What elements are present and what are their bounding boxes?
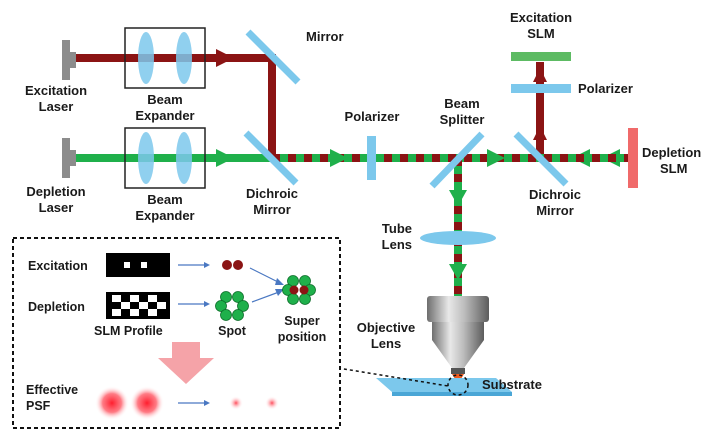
label-dichroic-right-2: Mirror xyxy=(536,203,574,218)
label-depletion-laser-2: Laser xyxy=(39,200,74,215)
polarizer-main xyxy=(367,136,376,180)
down-arrow xyxy=(158,342,214,384)
label-beam-expander-top-1: Beam xyxy=(147,92,182,107)
label-excitation-slm-2: SLM xyxy=(527,26,554,41)
inset-depletion-label: Depletion xyxy=(28,300,85,314)
inset-panel: Excitation Depletion SLM Profile xyxy=(12,237,341,429)
excitation-beam-arrow xyxy=(216,49,234,67)
label-beam-expander-bottom-2: Expander xyxy=(135,208,194,223)
label-polarizer-top: Polarizer xyxy=(578,81,633,96)
label-beam-splitter-2: Splitter xyxy=(440,112,485,127)
dichroic-mirror-left xyxy=(243,130,299,186)
label-depletion-slm-2: SLM xyxy=(660,161,687,176)
label-dichroic-right-1: Dichroic xyxy=(529,187,581,202)
zoom-leader xyxy=(337,367,449,387)
combined-beam-arrow-2 xyxy=(487,149,505,167)
label-objective-lens-1: Objective xyxy=(357,320,416,335)
depletion-beam-arrow xyxy=(216,149,234,167)
dichroic-mirror-right xyxy=(513,131,569,187)
label-objective-lens-2: Lens xyxy=(371,336,401,351)
substrate xyxy=(376,378,512,392)
mirror xyxy=(245,29,301,85)
label-dichroic-left-2: Mirror xyxy=(253,202,291,217)
inset-excitation-label: Excitation xyxy=(28,259,88,273)
tube-lens xyxy=(420,231,496,245)
slm-profile-excitation xyxy=(106,253,170,277)
label-excitation-slm-1: Excitation xyxy=(510,10,572,25)
label-tube-lens-2: Lens xyxy=(382,237,412,252)
label-beam-expander-bottom-1: Beam xyxy=(147,192,182,207)
depletion-spot xyxy=(215,291,249,321)
effective-psf-after xyxy=(229,396,279,410)
beam-splitter xyxy=(429,131,485,189)
excitation-laser xyxy=(62,40,76,80)
depletion-slm xyxy=(628,128,638,188)
slm-profile-depletion xyxy=(106,292,170,319)
label-excitation-laser-2: Laser xyxy=(39,99,74,114)
inset-effective-label-1: Effective xyxy=(26,383,78,397)
excitation-spot xyxy=(222,260,243,270)
objective-lens xyxy=(427,296,489,374)
zoom-circle xyxy=(447,374,469,396)
label-dichroic-left-1: Dichroic xyxy=(246,186,298,201)
label-depletion-slm-1: Depletion xyxy=(642,145,701,160)
effective-psf-before xyxy=(95,386,164,420)
label-excitation-laser-1: Excitation xyxy=(25,83,87,98)
superposition-spot xyxy=(282,275,316,305)
beam-expander-top xyxy=(124,27,206,89)
polarizer-top xyxy=(511,84,571,93)
inset-slm-profile-label: SLM Profile xyxy=(94,324,163,338)
depletion-laser xyxy=(62,138,76,178)
inset-super-label-1: Super xyxy=(284,314,320,328)
label-mirror: Mirror xyxy=(306,29,344,44)
inset-effective-label-2: PSF xyxy=(26,399,51,413)
combined-beam-arrow-down-2 xyxy=(449,264,467,280)
excitation-beam-arrow-up-1 xyxy=(533,68,547,82)
label-depletion-laser-1: Depletion xyxy=(26,184,85,199)
excitation-beam-arrow-up-2 xyxy=(533,126,547,140)
label-beam-expander-top-2: Expander xyxy=(135,108,194,123)
label-substrate: Substrate xyxy=(482,377,542,392)
combined-beam-arrow-1 xyxy=(330,149,348,167)
inset-spot-label: Spot xyxy=(218,324,247,338)
label-polarizer-main: Polarizer xyxy=(345,109,400,124)
label-tube-lens-1: Tube xyxy=(382,221,412,236)
label-beam-splitter-1: Beam xyxy=(444,96,479,111)
excitation-slm xyxy=(511,52,571,61)
combined-beam-arrow-down-1 xyxy=(449,190,467,206)
beam-expander-bottom xyxy=(124,127,206,189)
inset-super-label-2: position xyxy=(278,330,327,344)
